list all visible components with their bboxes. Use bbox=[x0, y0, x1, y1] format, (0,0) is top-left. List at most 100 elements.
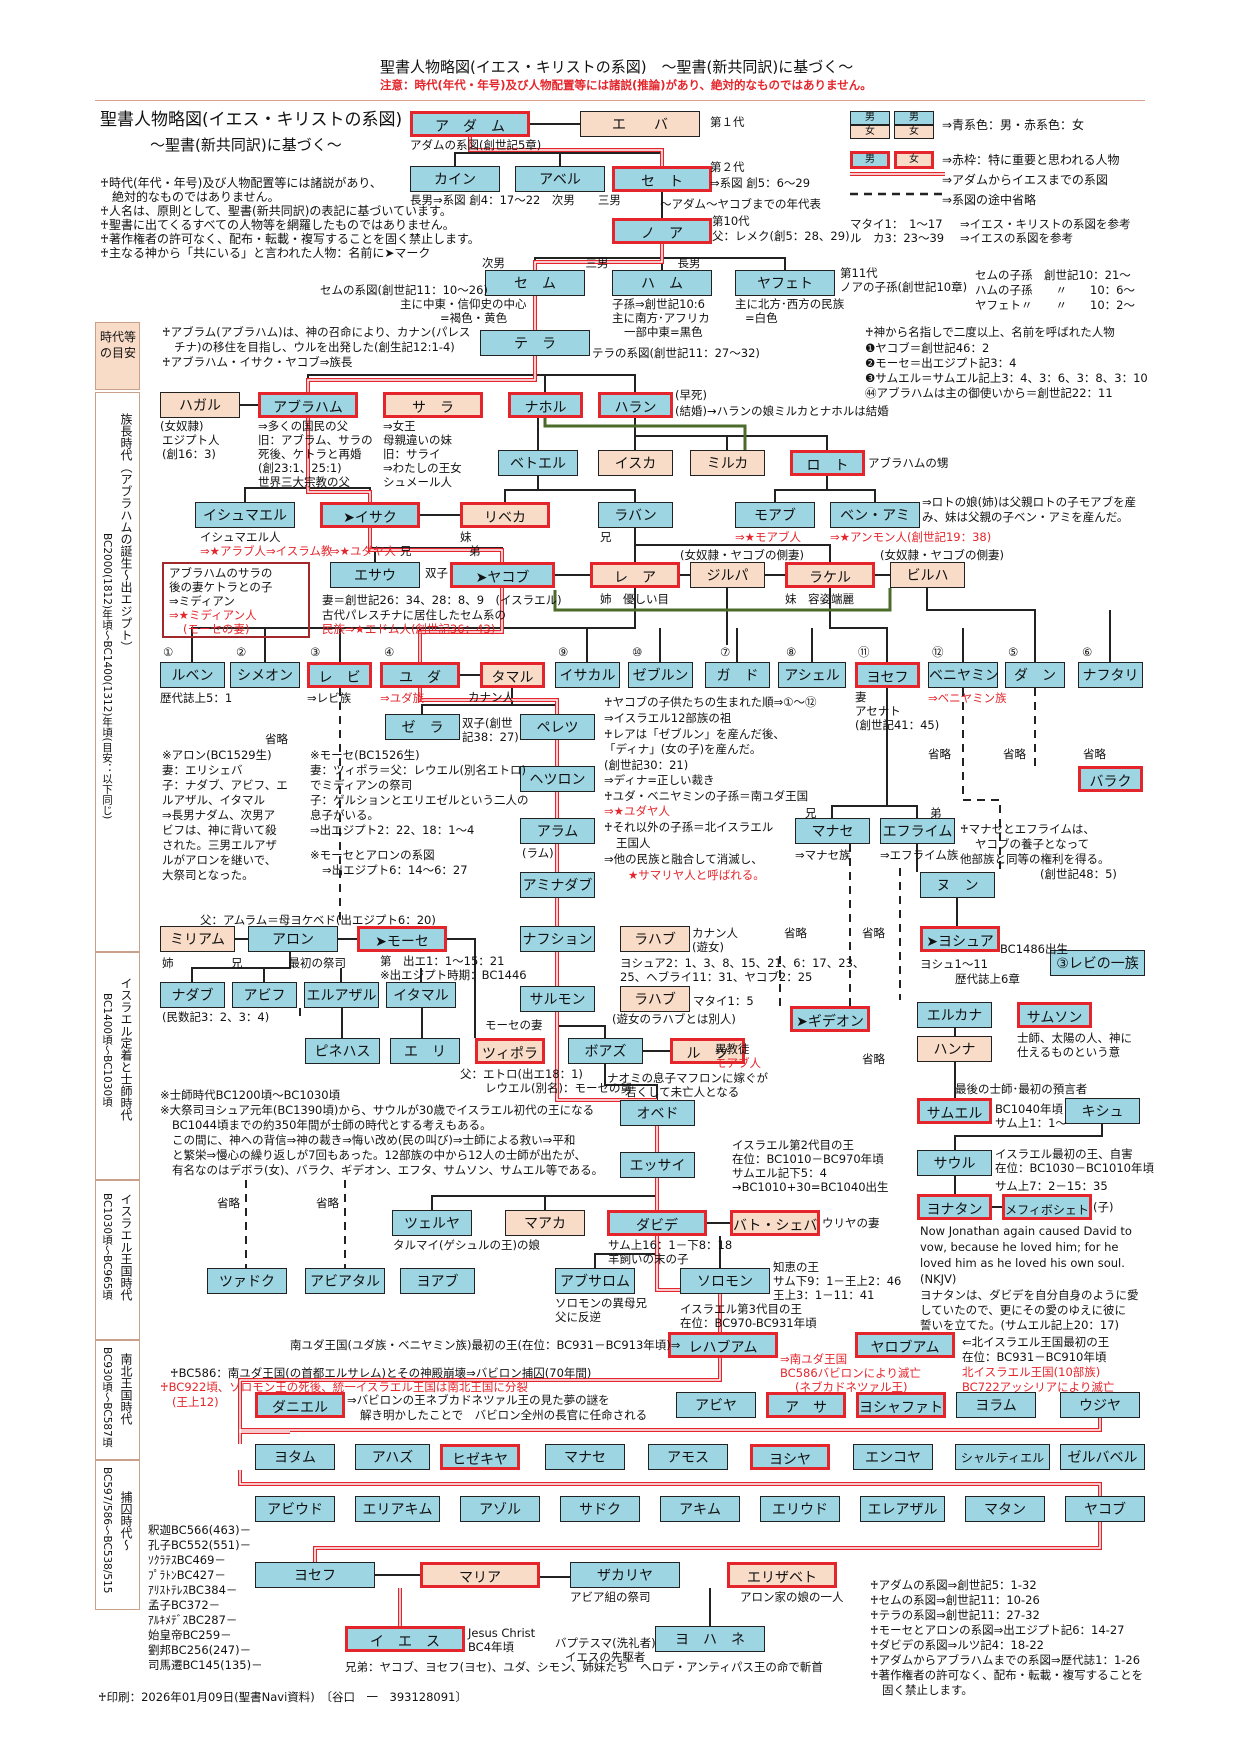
intro-notes: ♰時代(年代・年号)及び人物配置等には諸説があり、 絶対的なものではありません。… bbox=[100, 176, 480, 260]
annotation: ハムの子孫 〃 10：6～ bbox=[975, 283, 1135, 297]
person-ham: ハ ム bbox=[612, 270, 712, 296]
annotation: ♰アダムからアブラハムまでの系図⇒歴代誌1：1-26 bbox=[870, 1653, 1141, 1667]
annotation: アセナト bbox=[855, 704, 901, 718]
annotation: 主に北方･西方の民族 bbox=[735, 297, 845, 311]
annotation: 固く禁止します。 bbox=[882, 1683, 973, 1697]
annotation: (創23:1、25:1) bbox=[258, 461, 342, 475]
annotation: 「ディナ」(女の子)を産んだ。 bbox=[604, 742, 762, 756]
annotation: ♰マナセとエフライムは、 bbox=[960, 822, 1095, 836]
annotation: 妹 容姿端麗 bbox=[785, 592, 854, 606]
intro-line: ♰聖書に出てくるすべての人物等を網羅したものではありません。 bbox=[100, 218, 455, 232]
person-joshua: ➤ヨシュア bbox=[920, 926, 1000, 952]
page-title: 聖書人物略図(イエス・キリストの系図) ～聖書(新共同訳)に基づく～ bbox=[380, 58, 854, 76]
era-exile: 捕囚時代～ BC597/586～BC538/515 bbox=[95, 1460, 140, 1610]
annotation: ♰ダビデの系図⇒ルツ記4：18-22 bbox=[870, 1638, 1044, 1652]
era-sub: BC1400頃～BC1030頃 bbox=[101, 993, 113, 1107]
annotation: セムの子孫 創世記10：21～ bbox=[975, 268, 1131, 282]
annotation: ♰印刷：2026年01月09日(聖書Navi資料) 〔谷口 一 39312809… bbox=[98, 1690, 467, 1704]
annotation: ♰BC586：南ユダ王国(の首都エルサレム)とその神殿崩壊⇒バビロン捕囚(70年… bbox=[170, 1366, 592, 1380]
intro-subtitle: ～聖書(新共同訳)に基づく～ bbox=[150, 136, 342, 154]
person-reuben: ルベン bbox=[160, 662, 225, 688]
annotation-red: (王上12) bbox=[172, 1395, 219, 1409]
person-zadok2: サドク bbox=[560, 1496, 640, 1522]
annotation: ⇒バビロンの王ネブカドネツァル王の見た夢の謎を bbox=[347, 1393, 610, 1407]
annotation: 誓いを立てた。(サムエル記上20：17) bbox=[920, 1318, 1120, 1332]
legend-male: 男 bbox=[894, 111, 934, 125]
annotation: 息子がいる。 bbox=[310, 808, 379, 822]
person-joseph: ヨセフ bbox=[855, 662, 920, 688]
annotation-red: BC722アッシリアにより滅亡 bbox=[962, 1380, 1115, 1394]
person-abihu: アビフ bbox=[232, 982, 297, 1008]
era-label: イスラエル定着と士師時代 bbox=[119, 977, 133, 1121]
keturah-line: (モーセの妻) bbox=[183, 622, 250, 636]
annotation: 弟 bbox=[930, 806, 942, 820]
person-boaz: ボアズ bbox=[568, 1038, 643, 1064]
annotation: Now Jonathan again caused David to bbox=[920, 1224, 1132, 1238]
annotation-red: ⇒★ユダヤ人 bbox=[330, 544, 396, 558]
legend-red-frame: ⇒赤枠：特に重要と思われる人物 bbox=[942, 153, 1120, 167]
annotation: 大祭司となった。 bbox=[162, 868, 254, 882]
person-hezron: ヘツロン bbox=[520, 766, 595, 792]
annotation: ♰アブラム(アブラハム)は、神の召命により、カナン(パレス bbox=[162, 325, 471, 339]
person-jesus: イ エ ス bbox=[345, 1626, 465, 1652]
person-abraham: アブラハム bbox=[258, 392, 358, 418]
annotation: ヤコブの養子となって bbox=[975, 837, 1090, 851]
person-ithream: ツェルヤ bbox=[392, 1210, 472, 1236]
annotation: (ラム) bbox=[522, 846, 554, 860]
person-sarah: サ ラ bbox=[383, 392, 483, 418]
annotation: された。三男エルアザ bbox=[162, 838, 277, 852]
annotation: 兄 bbox=[600, 530, 612, 544]
annotation: ⇒ディナ=正しい裁き bbox=[604, 773, 715, 787]
birth-order-number: ⑩ bbox=[632, 645, 643, 659]
annotation: サムエル記下5：4 bbox=[732, 1166, 827, 1180]
annotation: ⇒系図 創5：6～29 bbox=[710, 176, 811, 190]
annotation: BC1044頃までの約350年間が士師の時代とする考えもある。 bbox=[172, 1118, 492, 1132]
annotation: バプテスマ(洗礼者) bbox=[555, 1636, 656, 1650]
person-tamar: タマル bbox=[480, 662, 545, 688]
annotation: ナオミの息子マフロンに嫁ぐが bbox=[607, 1071, 768, 1085]
birth-order-number: ② bbox=[236, 645, 247, 659]
annotation: ※士師時代BC1200頃～BC1030頃 bbox=[160, 1088, 341, 1102]
annotation: (結婚)→ハランの娘ミルカとナホルは結婚 bbox=[675, 404, 889, 418]
annotation: ビフは、神に背いて殺 bbox=[162, 823, 277, 837]
annotation: ※出エジプト時期：BC1446 bbox=[380, 968, 527, 982]
annotation: 父：エトロ(出エ18：1) bbox=[460, 1067, 583, 1081]
person-japheth: ヤフェト bbox=[735, 270, 835, 296]
annotation: 兄 bbox=[805, 806, 817, 820]
person-simeon: シメオン bbox=[230, 662, 300, 688]
annotation: 劉邦BC256(247)－ bbox=[148, 1643, 252, 1657]
annotation: 第１代 bbox=[710, 115, 745, 129]
annotation: loved him as he loved his own soul. bbox=[920, 1256, 1125, 1270]
annotation: =白色 bbox=[745, 311, 778, 325]
annotation: ♰神から名指しで二度以上、名前を呼ばれた人物 bbox=[865, 325, 1115, 339]
person-joab: ヨアブ bbox=[400, 1268, 475, 1294]
keturah-line: 後の妻ケトラとの子 bbox=[169, 580, 273, 594]
annotation: ｱﾙｷﾒﾃﾞｽBC287－ bbox=[148, 1613, 238, 1627]
person-samuel: サムエル bbox=[917, 1098, 992, 1124]
annotation: 母親違いの妹 bbox=[383, 433, 452, 447]
annotation: 兄弟：ヤコブ、ヨセフ(ヨセ)、ユダ、シモン、姉妹たち bbox=[345, 1660, 629, 1674]
person-abiathar: アビアタル bbox=[305, 1268, 385, 1294]
person-jehoshaphat: ヨシャファト bbox=[856, 1392, 946, 1418]
person-uzziah: ウジヤ bbox=[1060, 1392, 1140, 1418]
person-eleazar: エルアザル bbox=[304, 982, 379, 1008]
person-haran: ハラン bbox=[598, 392, 673, 418]
person-nun: ヌ ン bbox=[920, 872, 995, 898]
annotation: ♰ユダ・ベニヤミンの子孫＝南ユダ王国 bbox=[604, 789, 809, 803]
legend-color-note: ⇒青系色：男・赤系色：女 bbox=[942, 118, 1085, 132]
annotation: イエスの先駆者 bbox=[565, 1650, 646, 1664]
annotation-red: ⇒ベニヤミン族 bbox=[928, 691, 1007, 705]
annotation: ｿｸﾗﾃｽBC469－ bbox=[148, 1553, 226, 1567]
annotation: アビア組の祭司 bbox=[570, 1590, 651, 1604]
annotation: 父：レメク(創5：28、29) bbox=[712, 229, 850, 243]
annotation: シュメール人 bbox=[383, 475, 452, 489]
annotation: ⇒他の民族と融合して消滅し、 bbox=[604, 852, 763, 866]
person-abiud: アビウド bbox=[255, 1496, 335, 1522]
person-jeroboam: ヤロブアム bbox=[855, 1332, 955, 1358]
annotation: ⇒レビ族 bbox=[307, 691, 352, 705]
annotation: ♰セムの系図⇒創世記11：10-26 bbox=[870, 1593, 1040, 1607]
birth-order-number: ⑤ bbox=[1008, 645, 1019, 659]
annotation: ソロモンの異母兄 bbox=[555, 1296, 647, 1310]
person-jacob: ➤ヤコブ bbox=[450, 562, 555, 588]
person-solomon: ソロモン bbox=[680, 1268, 770, 1294]
